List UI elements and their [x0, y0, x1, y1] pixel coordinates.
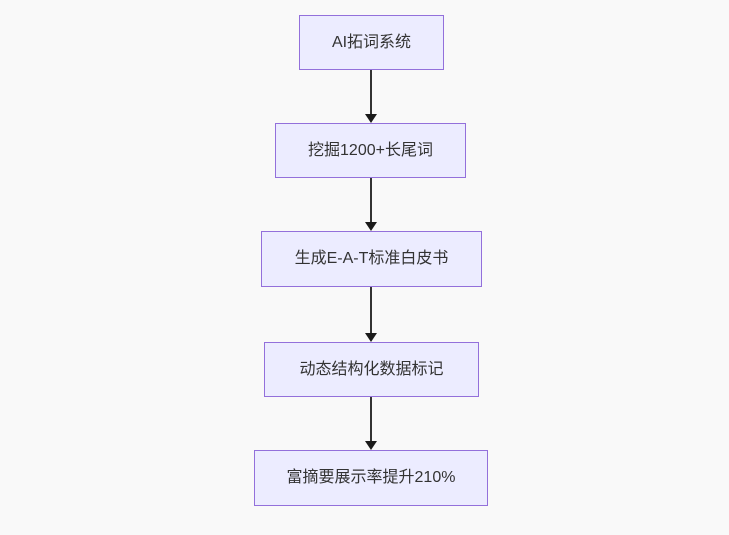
flow-edge-1 — [365, 70, 377, 123]
edge-line — [370, 70, 372, 117]
arrowhead-down-icon — [365, 441, 377, 450]
arrowhead-down-icon — [365, 333, 377, 342]
edge-line — [370, 397, 372, 444]
arrowhead-down-icon — [365, 114, 377, 123]
edge-line — [370, 287, 372, 336]
flow-edge-4 — [365, 397, 377, 450]
flow-node-generate-eat-whitepaper: 生成E-A-T标准白皮书 — [261, 231, 482, 287]
arrowhead-down-icon — [365, 222, 377, 231]
flow-edge-2 — [365, 178, 377, 231]
flow-node-mine-longtail-keywords: 挖掘1200+长尾词 — [275, 123, 466, 178]
flow-edge-3 — [365, 287, 377, 342]
edge-line — [370, 178, 372, 225]
flow-node-dynamic-structured-data-markup: 动态结构化数据标记 — [264, 342, 479, 397]
flow-node-ai-word-expansion-system: AI拓词系统 — [299, 15, 444, 70]
flow-node-rich-snippet-rate-increase: 富摘要展示率提升210% — [254, 450, 488, 506]
